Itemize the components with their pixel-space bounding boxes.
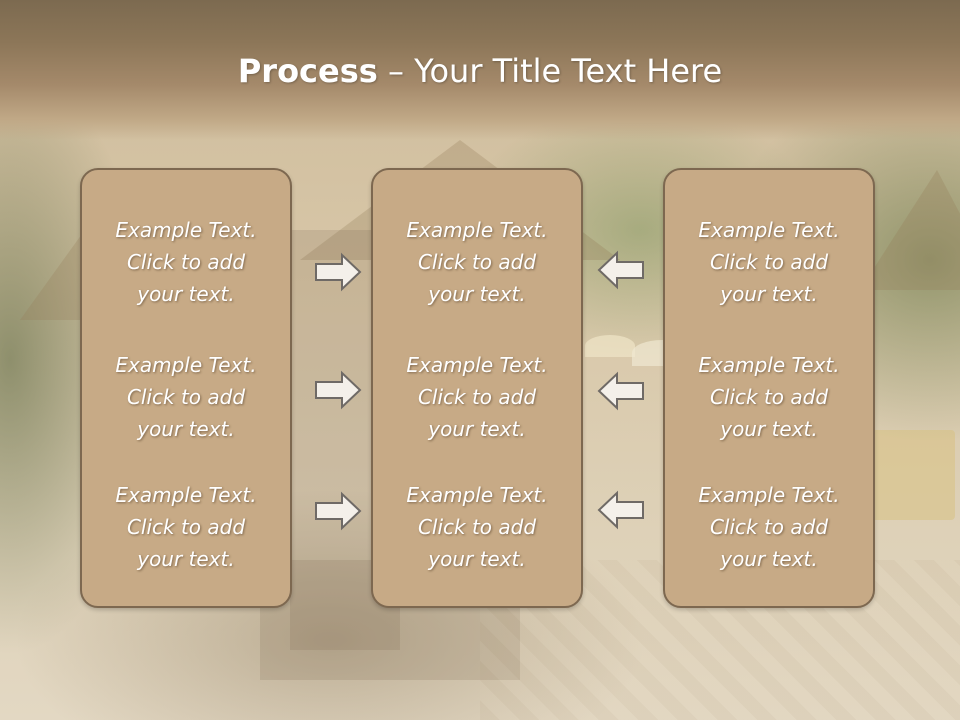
text-line: your text. [137,547,235,571]
title-bold: Process [237,52,378,90]
arrow-right-icon[interactable] [314,252,362,292]
text-line: Example Text. [698,483,840,507]
text-line: Click to add [709,515,829,539]
text-placeholder[interactable]: Example Text. Click to add your text. [82,479,290,575]
text-line: your text. [137,417,235,441]
text-line: Example Text. [698,353,840,377]
arrow-right-icon[interactable] [314,491,362,531]
text-line: Click to add [417,515,537,539]
process-box-right[interactable]: Example Text. Click to add your text. Ex… [663,168,875,608]
text-placeholder[interactable]: Example Text. Click to add your text. [82,214,290,310]
text-line: your text. [428,282,526,306]
arrow-left-icon[interactable] [597,250,645,290]
text-line: Click to add [126,250,246,274]
text-placeholder[interactable]: Example Text. Click to add your text. [665,349,873,445]
text-line: Example Text. [406,483,548,507]
text-line: Click to add [126,515,246,539]
text-line: Example Text. [698,218,840,242]
arrow-left-icon[interactable] [597,490,645,530]
text-line: Example Text. [406,218,548,242]
process-box-middle[interactable]: Example Text. Click to add your text. Ex… [371,168,583,608]
arrow-right-icon[interactable] [314,370,362,410]
text-line: Click to add [126,385,246,409]
title-band [0,0,960,140]
text-placeholder[interactable]: Example Text. Click to add your text. [665,479,873,575]
text-line: your text. [428,417,526,441]
text-line: Click to add [417,385,537,409]
text-line: Example Text. [115,218,257,242]
text-line: your text. [720,547,818,571]
process-box-left[interactable]: Example Text. Click to add your text. Ex… [80,168,292,608]
text-line: your text. [720,282,818,306]
text-line: your text. [137,282,235,306]
text-placeholder[interactable]: Example Text. Click to add your text. [373,349,581,445]
text-placeholder[interactable]: Example Text. Click to add your text. [665,214,873,310]
arrow-left-icon[interactable] [597,371,645,411]
text-line: Click to add [709,385,829,409]
title-rest: – Your Title Text Here [377,52,723,90]
slide-title[interactable]: Process – Your Title Text Here [0,52,960,90]
text-line: your text. [428,547,526,571]
text-line: Example Text. [406,353,548,377]
text-line: Click to add [417,250,537,274]
text-placeholder[interactable]: Example Text. Click to add your text. [373,214,581,310]
text-line: Example Text. [115,483,257,507]
text-placeholder[interactable]: Example Text. Click to add your text. [373,479,581,575]
text-line: your text. [720,417,818,441]
text-line: Click to add [709,250,829,274]
text-placeholder[interactable]: Example Text. Click to add your text. [82,349,290,445]
text-line: Example Text. [115,353,257,377]
